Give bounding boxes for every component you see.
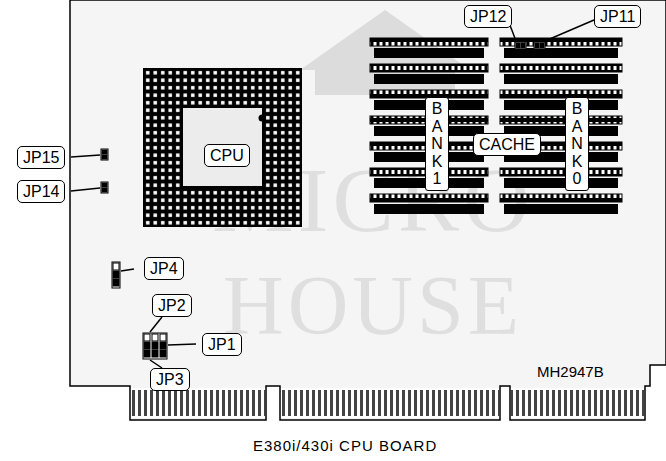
cache-chip: [374, 74, 484, 84]
cache-socket: [500, 168, 622, 176]
bank-label: BANK0: [565, 97, 589, 191]
callout-box: JP15: [17, 146, 65, 169]
cache-socket: [500, 90, 622, 98]
callout-text: JP12: [470, 8, 506, 25]
callout-box: CPU: [204, 144, 250, 167]
callout-text: JP3: [156, 371, 184, 388]
callout-box: JP1: [202, 333, 242, 356]
cache-chip: [504, 100, 618, 110]
callout-box: JP4: [144, 257, 184, 280]
callout-text: CPU: [210, 147, 244, 164]
callout-box: JP2: [152, 294, 192, 317]
callout-box: JP11: [594, 5, 641, 28]
caption: E380i/430i CPU BOARD: [253, 437, 437, 454]
cache-socket: [370, 194, 488, 202]
cache-chip: [374, 204, 484, 214]
bank-label: BANK1: [425, 97, 449, 191]
cache-chip: [504, 178, 618, 188]
watermark-text: MICRO: [212, 154, 534, 246]
watermark-text: HOUSE: [223, 264, 523, 348]
callout-box: JP3: [150, 368, 190, 391]
callout-box: JP12: [464, 5, 512, 28]
cache-socket: [500, 194, 622, 202]
callout-box: JP14: [17, 180, 65, 203]
cache-socket: [500, 64, 622, 72]
part-number: MH2947B: [537, 364, 604, 379]
callout-text: JP2: [158, 297, 186, 314]
callout-box: CACHE: [473, 133, 541, 156]
cache-socket: [500, 38, 622, 46]
callout-text: BANK0: [569, 100, 585, 188]
callout-text: BANK1: [429, 100, 445, 188]
cache-socket: [370, 38, 488, 46]
cache-socket: [500, 116, 622, 124]
callout-text: JP1: [208, 336, 236, 353]
callout-text: JP15: [23, 149, 59, 166]
callout-text: JP14: [23, 183, 59, 200]
cache-chip: [504, 204, 618, 214]
callout-text: JP11: [600, 8, 635, 25]
cache-socket: [370, 64, 488, 72]
cache-chip: [374, 48, 484, 58]
callout-text: JP4: [150, 260, 178, 277]
callout-text: CACHE: [479, 136, 535, 153]
cache-chip: [504, 74, 618, 84]
cache-chip: [504, 48, 618, 58]
